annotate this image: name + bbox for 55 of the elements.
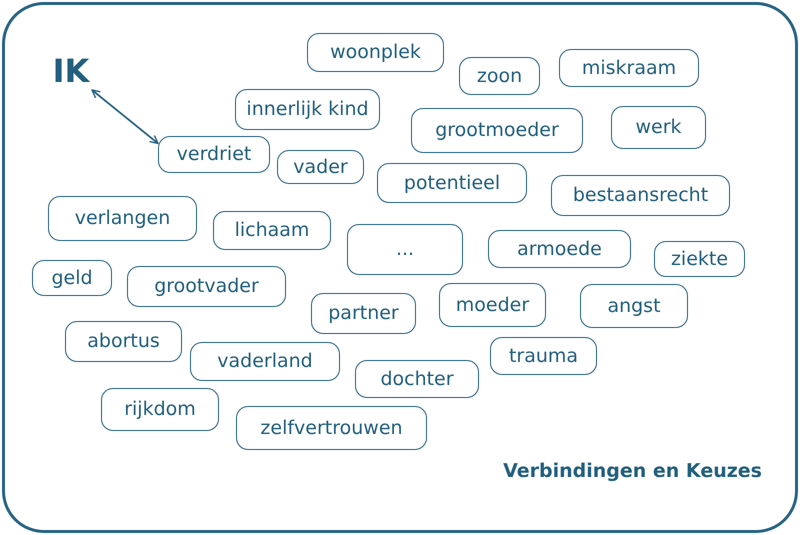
word-card: [48, 196, 197, 241]
card-label: werk: [635, 117, 682, 138]
word-card: [611, 106, 706, 149]
card-label: moeder: [456, 294, 530, 316]
word-card: [439, 283, 546, 327]
word-card: [311, 293, 416, 334]
card-label: rijkdom: [124, 399, 196, 420]
word-card: [654, 241, 745, 277]
word-card: [213, 211, 331, 250]
card-label: zelfvertrouwen: [260, 418, 403, 438]
word-card: [355, 360, 479, 398]
word-card: [411, 108, 583, 153]
card-label: miskraam: [582, 58, 676, 78]
card-label: lichaam: [234, 220, 310, 241]
word-card: [347, 224, 463, 275]
card-label: ziekte: [670, 248, 728, 270]
word-card: [127, 266, 286, 307]
card-label: bestaansrecht: [572, 185, 708, 206]
word-card: [235, 89, 380, 130]
word-card: [65, 321, 182, 362]
word-card: [559, 49, 699, 87]
card-label: trauma: [508, 346, 578, 366]
card-label: ...: [396, 239, 414, 260]
card-label: zoon: [476, 66, 522, 86]
card-label: partner: [328, 303, 399, 324]
card-label: grootvader: [154, 276, 259, 297]
card-label: abortus: [87, 331, 160, 352]
word-card: [101, 388, 219, 431]
card-label: geld: [51, 268, 93, 288]
card-label: vader: [293, 156, 348, 178]
card-label: woonplek: [330, 42, 421, 63]
card-label: angst: [607, 296, 661, 316]
word-card: [459, 57, 540, 95]
card-label: vaderland: [217, 351, 313, 372]
card-label: potentieel: [404, 172, 500, 194]
title: Verbindingen en Keuzes: [503, 460, 762, 482]
double-arrow: [91, 89, 159, 144]
card-label: verdriet: [176, 144, 252, 165]
word-card: [377, 163, 527, 203]
card-label: grootmoeder: [435, 120, 559, 141]
word-card: [488, 230, 631, 268]
card-label: armoede: [517, 238, 602, 260]
word-card: [490, 337, 597, 375]
word-card: [236, 406, 427, 450]
word-card: [551, 175, 730, 216]
node-label: IK: [50, 52, 92, 90]
word-card: [32, 260, 112, 296]
word-card: [307, 33, 444, 72]
word-card: [190, 342, 340, 381]
card-label: verlangen: [74, 208, 170, 229]
word-card: [277, 150, 364, 184]
card-label: dochter: [380, 368, 454, 390]
word-card: [580, 284, 688, 328]
word-card: [158, 136, 270, 173]
card-label: innerlijk kind: [246, 99, 369, 120]
